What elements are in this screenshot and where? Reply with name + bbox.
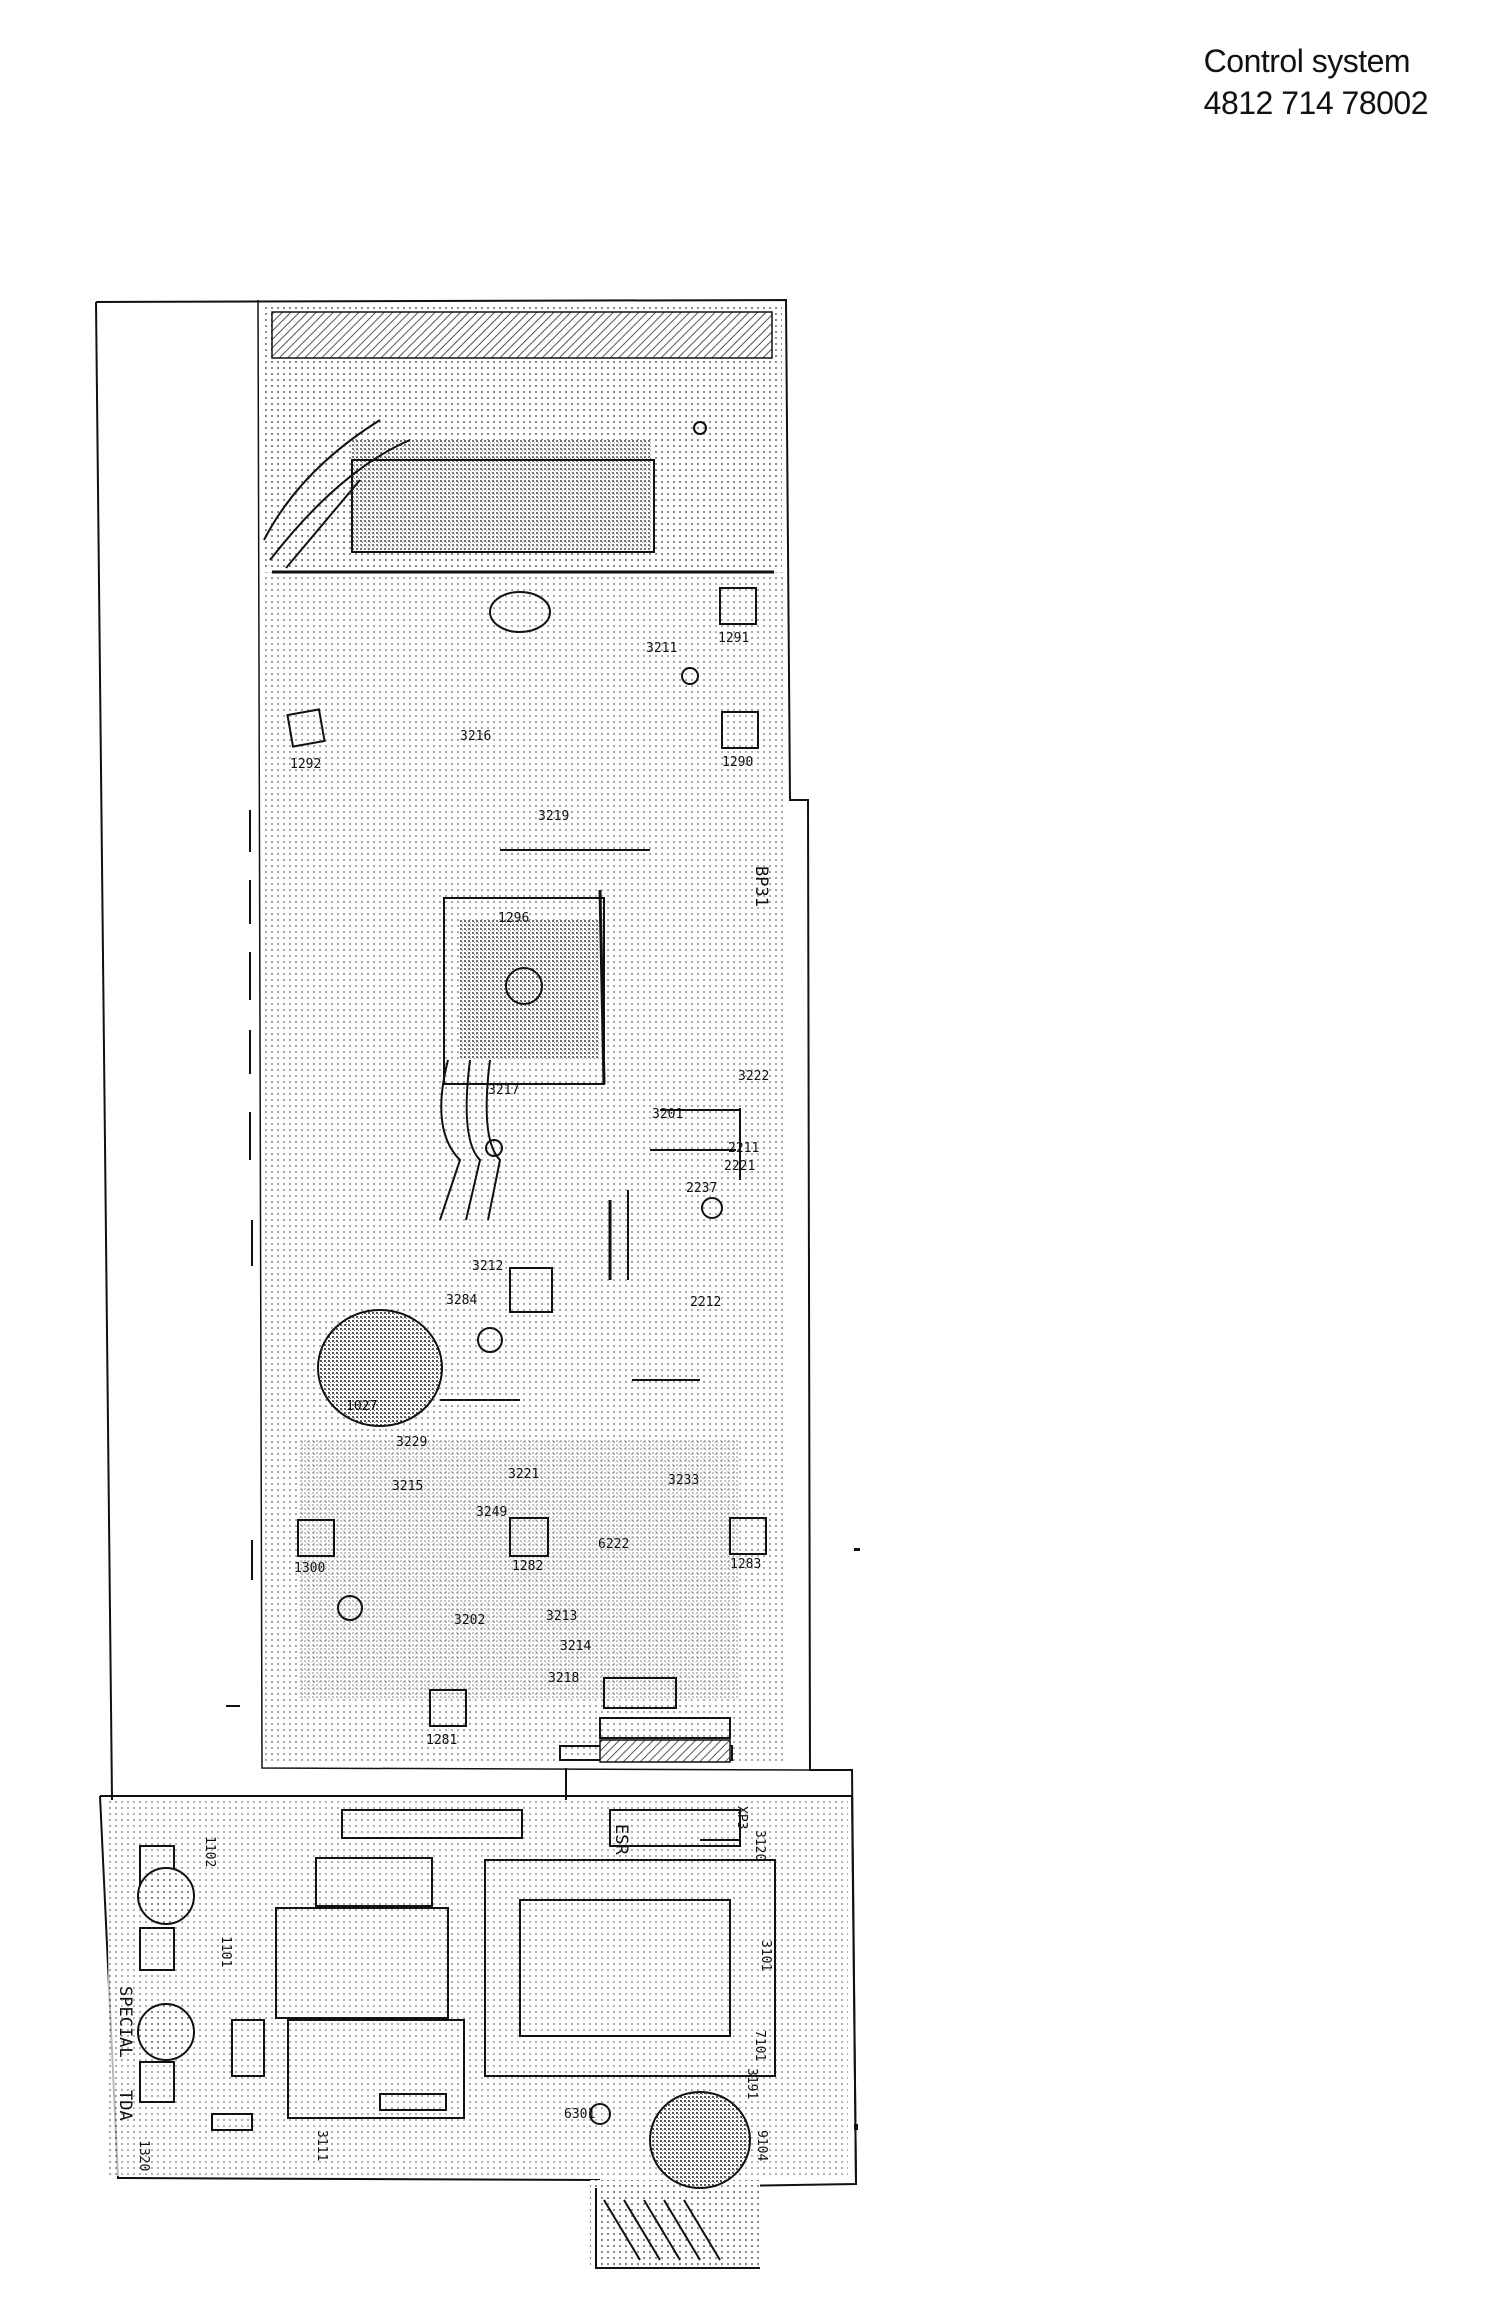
board-label: 3221 — [508, 1467, 539, 1482]
board-label: 3201 — [652, 1107, 683, 1122]
board-label: 1300 — [294, 1561, 325, 1576]
board-label: 6222 — [598, 1537, 629, 1552]
board-label: 2221 — [724, 1159, 755, 1174]
board-label: XP3 — [734, 1806, 749, 1829]
page-title: Control system — [1203, 43, 1411, 79]
board-label: 3222 — [738, 1069, 769, 1084]
board-outline — [95, 298, 858, 2189]
board-label: 3229 — [396, 1435, 427, 1450]
board-label: 3202 — [454, 1613, 485, 1628]
copper-areas — [108, 304, 848, 2268]
component-outlines — [139, 459, 776, 2131]
document-header: Control system 4812 714 78002 — [1203, 40, 1429, 124]
board-label: BP31 — [751, 866, 771, 907]
board-label: 2237 — [686, 1181, 717, 1196]
board-label: 3249 — [476, 1505, 507, 1520]
round-components — [137, 421, 723, 2125]
stray-marks — [854, 1548, 860, 2130]
board-label: ESR — [611, 1824, 631, 1855]
board-label: 3216 — [460, 729, 491, 744]
board-label: 3218 — [548, 1671, 579, 1686]
board-label: 3213 — [546, 1609, 577, 1624]
board-label: 1281 — [426, 1733, 457, 1748]
board-label: 3111 — [314, 2130, 329, 2161]
board-label: 3191 — [744, 2068, 759, 2099]
board-label: 3211 — [646, 641, 677, 656]
board-label: 1291 — [718, 631, 749, 646]
connector-label: SPECIAL — [115, 1986, 135, 2058]
board-label: 3215 — [392, 1479, 423, 1494]
board-label: 3233 — [668, 1473, 699, 1488]
board-label: 3120 — [752, 1830, 767, 1861]
board-label: 3212 — [472, 1259, 503, 1274]
board-label: 1283 — [730, 1557, 761, 1572]
silkscreen-labels: 1292 1291 1290 1296 1300 1282 1283 1281 … — [115, 631, 773, 2171]
board-label: 3284 — [446, 1293, 477, 1308]
part-number: 4812 714 78002 — [1203, 85, 1429, 121]
board-label: 9104 — [754, 2130, 769, 2161]
board-label: 1282 — [512, 1559, 543, 1574]
board-label: 1102 — [202, 1836, 217, 1867]
board-label: 1292 — [290, 757, 321, 772]
board-label: 1101 — [218, 1936, 233, 1967]
board-label: 7101 — [752, 2030, 767, 2061]
connectors — [271, 311, 773, 1763]
sub-label: TDA — [115, 2090, 135, 2121]
board-label: 3214 — [560, 1639, 591, 1654]
board-label: 2211 — [728, 1141, 759, 1156]
board-label: 1290 — [722, 755, 753, 770]
board-label: 1320 — [136, 2140, 151, 2171]
board-label: 3101 — [758, 1940, 773, 1971]
board-label: 1027 — [346, 1399, 377, 1414]
board-label: 3219 — [538, 809, 569, 824]
pcb-traces — [226, 419, 774, 2269]
board-label: 2212 — [690, 1295, 721, 1310]
board-label: 1296 — [498, 911, 529, 926]
board-label: 6301 — [564, 2107, 595, 2122]
board-label: 3217 — [488, 1083, 519, 1098]
